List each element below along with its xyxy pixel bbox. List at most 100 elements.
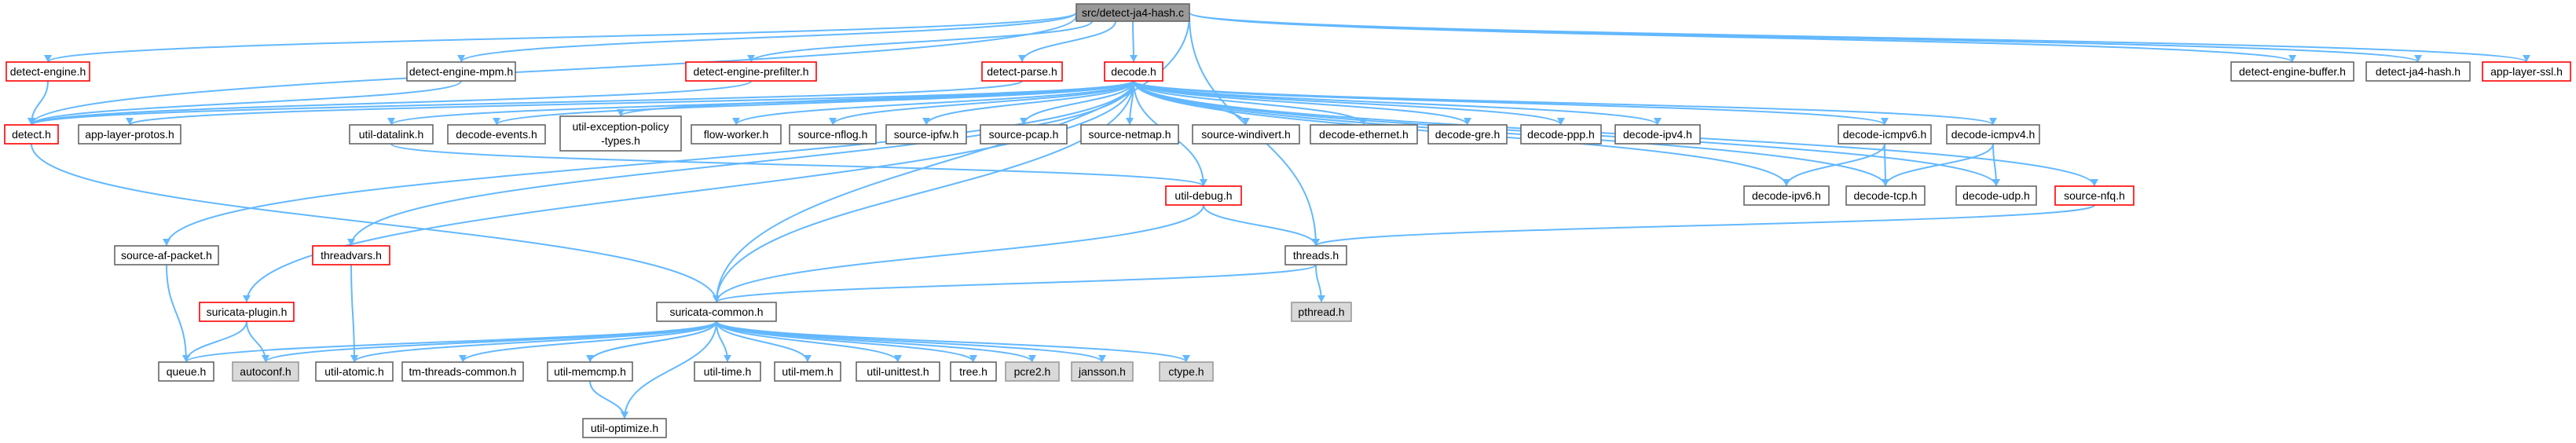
node-decode-ipv6-h[interactable]: decode-ipv6.h [1743,185,1830,206]
node-decode-tcp-h[interactable]: decode-tcp.h [1845,185,1926,206]
node-pcre2-h[interactable]: pcre2.h [1005,361,1060,382]
include-edge [1133,80,1658,126]
node-decode-events-h[interactable]: decode-events.h [447,124,546,145]
node-label: util-unittest.h [867,365,929,378]
node-label: threadvars.h [321,249,382,262]
node-decode-gre-h[interactable]: decode-gre.h [1427,124,1508,145]
edge-arrowhead [350,355,358,362]
node-util-unittest-h[interactable]: util-unittest.h [856,361,940,382]
include-edge [1021,20,1116,63]
node-source-nflog-h[interactable]: source-nflog.h [789,124,877,145]
node-label: pthread.h [1298,306,1344,318]
node-util-datalink-h[interactable]: util-datalink.h [349,124,434,145]
node-detect-h[interactable]: detect.h [4,124,59,145]
node-decode-icmpv4-h[interactable]: decode-icmpv4.h [1946,124,2040,145]
edge-arrowhead [1557,118,1565,125]
node-jansson-h[interactable]: jansson.h [1071,361,1134,382]
node-util-exception-policy-types-h[interactable]: util-exception-policy -types.h [559,115,682,152]
node-source-pcap-h[interactable]: source-pcap.h [980,124,1068,145]
node-pthread-h[interactable]: pthread.h [1291,302,1352,322]
edge-arrowhead [459,355,467,362]
node-label: jansson.h [1078,365,1126,378]
node-label: pcre2.h [1014,365,1051,378]
node-label: flow-worker.h [704,128,768,141]
node-label: util-debug.h [1174,189,1232,202]
node-label: util-time.h [704,365,752,378]
node-label: threads.h [1293,249,1339,262]
node-label: decode-events.h [456,128,537,141]
edge-arrowhead [1882,179,1889,186]
node-label: source-af-packet.h [121,249,212,262]
node-source-nfq-h[interactable]: source-nfq.h [2054,185,2134,206]
node-flow-worker-h[interactable]: flow-worker.h [691,124,782,145]
node-source-netmap-h[interactable]: source-netmap.h [1080,124,1179,145]
node-label: util-mem.h [782,365,833,378]
node-util-memcmp-h[interactable]: util-memcmp.h [547,361,633,382]
node-threadvars-h[interactable]: threadvars.h [312,245,390,265]
edge-arrowhead [894,355,902,362]
node-label: autoconf.h [240,365,291,378]
node-detect-engine-h[interactable]: detect-engine.h [5,61,90,82]
edge-arrowhead [2414,55,2422,62]
include-edge [1203,204,1317,247]
node-detect-engine-mpm-h[interactable]: detect-engine-mpm.h [406,61,516,82]
include-edge [735,80,1134,126]
node-tree-h[interactable]: tree.h [950,361,997,382]
node-decode-h[interactable]: decode.h [1104,61,1163,82]
node-util-mem-h[interactable]: util-mem.h [774,361,841,382]
node-decode-ppp-h[interactable]: decode-ppp.h [1520,124,1602,145]
node-label: suricata-common.h [669,306,763,318]
node-util-atomic-h[interactable]: util-atomic.h [315,361,394,382]
include-edge [31,143,717,303]
node-source-windivert-h[interactable]: source-windivert.h [1192,124,1300,145]
node-ctype-h[interactable]: ctype.h [1159,361,1214,382]
include-edge [750,20,1093,63]
include-edge [589,380,625,419]
include-edges [27,12,2530,419]
include-edge [1023,80,1134,126]
node-util-debug-h[interactable]: util-debug.h [1165,185,1242,206]
node-detect-ja4-hash-h[interactable]: detect-ja4-hash.h [2365,61,2471,82]
node-detect-engine-prefilter-h[interactable]: detect-engine-prefilter.h [685,61,817,82]
edge-arrowhead [829,118,837,125]
edge-arrowhead [621,412,628,419]
edge-arrowhead [1654,118,1662,125]
node-util-time-h[interactable]: util-time.h [694,361,761,382]
node-detect-parse-h[interactable]: detect-parse.h [981,61,1063,82]
node-decode-ipv4-h[interactable]: decode-ipv4.h [1614,124,1701,145]
node-app-layer-protos-h[interactable]: app-layer-protos.h [78,124,181,145]
node-queue-h[interactable]: queue.h [158,361,214,382]
node-source-ipfw-h[interactable]: source-ipfw.h [885,124,967,145]
node-tm-threads-common-h[interactable]: tm-threads-common.h [401,361,524,382]
node-detect-engine-buffer-h[interactable]: detect-engine-buffer.h [2230,61,2354,82]
edge-arrowhead [732,118,740,125]
edge-arrowhead [747,55,755,62]
node-label: detect-engine.h [10,65,86,78]
node-decode-ethernet-h[interactable]: decode-ethernet.h [1310,124,1418,145]
edge-arrowhead [1312,239,1320,246]
node-app-layer-ssl-h[interactable]: app-layer-ssl.h [2482,61,2571,82]
include-edge [166,264,187,363]
node-decode-icmpv6-h[interactable]: decode-icmpv6.h [1838,124,1932,145]
node-label: util-exception-policy [573,120,669,133]
node-label: source-pcap.h [989,128,1059,141]
node-source-af-packet-h[interactable]: source-af-packet.h [114,245,219,265]
node-util-optimize-h[interactable]: util-optimize.h [582,418,667,438]
node-autoconf-h[interactable]: autoconf.h [232,361,299,382]
include-edge [354,320,717,363]
edge-arrowhead [922,118,930,125]
node-label: src/detect-ja4-hash.c [1082,6,1184,19]
include-edge [1133,80,2095,187]
node-label: detect-engine-mpm.h [409,65,513,78]
edge-arrowhead [1028,355,1036,362]
node-decode-udp-h[interactable]: decode-udp.h [1955,185,2037,206]
include-edge [716,320,1187,363]
edge-arrowhead [1098,355,1106,362]
node-label: app-layer-ssl.h [2490,65,2563,78]
node-suricata-plugin-h[interactable]: suricata-plugin.h [199,302,295,322]
include-edge [350,264,355,363]
node-suricata-common-h[interactable]: suricata-common.h [656,302,777,322]
edge-arrowhead [262,355,269,362]
node-src-detect-ja4-hash-c[interactable]: src/detect-ja4-hash.c [1075,3,1190,22]
node-threads-h[interactable]: threads.h [1284,245,1347,265]
